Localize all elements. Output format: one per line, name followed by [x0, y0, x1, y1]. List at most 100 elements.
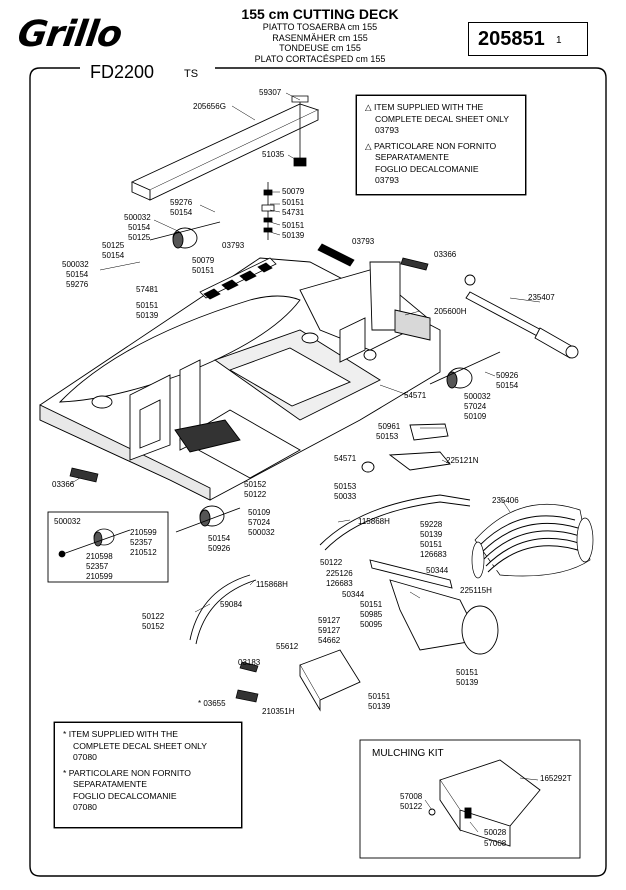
hardware-stack: [261, 95, 309, 240]
part-label: 126683: [420, 550, 447, 559]
part-label: 50153: [334, 482, 357, 491]
flex-hose-235406: [471, 504, 594, 579]
part-label: 57024: [464, 402, 487, 411]
part-label: 50139: [136, 311, 159, 320]
part-label: 165292T: [540, 774, 572, 783]
deck-cover-205656g: [130, 103, 320, 201]
part-label: 50151: [192, 266, 215, 275]
part-label: 50926: [208, 544, 231, 553]
part-label: 52357: [86, 562, 109, 571]
mulching-kit-title: MULCHING KIT: [372, 748, 444, 759]
note-bottom-it-line3: FOGLIO DECALCOMANIE: [73, 790, 177, 801]
note-top-en-line1: ITEM SUPPLIED WITH THE: [374, 102, 484, 112]
part-label: 59276: [66, 280, 89, 289]
part-label: 54662: [318, 636, 341, 645]
note-bottom-en-code: 07080: [73, 752, 97, 762]
part-label: 50344: [342, 590, 365, 599]
part-label: 03366: [434, 250, 457, 259]
part-label: 235407: [528, 293, 555, 302]
part-label: 51035: [262, 150, 285, 159]
part-label: 50151: [368, 692, 391, 701]
part-label: 205656G: [193, 102, 226, 111]
part-label: 210599: [130, 528, 157, 537]
note-top-it-line2: SEPARATAMENTE: [375, 152, 450, 162]
drawing-code: 205851: [478, 28, 545, 50]
part-label: * 03655: [198, 699, 226, 708]
part-label: 50152: [142, 622, 165, 631]
note-top-it-line1: PARTICOLARE NON FORNITO: [374, 140, 497, 151]
part-label: 126683: [326, 579, 353, 588]
asterisk-icon: *: [63, 729, 67, 739]
part-label: 57024: [248, 518, 271, 527]
part-label: 50122: [142, 612, 165, 621]
part-label: 50122: [320, 558, 343, 567]
part-label: 50095: [360, 620, 383, 629]
note-bottom-it-line2: SEPARATAMENTE: [73, 779, 148, 789]
page-number: 1: [556, 35, 562, 46]
part-label: 55612: [276, 642, 299, 651]
part-label: 59228: [420, 520, 443, 529]
part-label: 59127: [318, 626, 341, 635]
part-label: 500032: [124, 213, 151, 222]
part-label: 50151: [282, 221, 305, 230]
part-label: 50033: [334, 492, 357, 501]
part-label: 210512: [130, 548, 157, 557]
note-top-it-1: △ PARTICOLARE NON FORNITO: [365, 141, 517, 153]
page-title: 155 cm CUTTING DECK: [241, 6, 399, 22]
title-block: 155 cm CUTTING DECK PIATTO TOSAERBA cm 1…: [200, 6, 440, 64]
part-label: 50109: [464, 412, 487, 421]
part-label: 50151: [456, 668, 479, 677]
note-bottom-en-1: * ITEM SUPPLIED WITH THE: [63, 729, 233, 741]
title-translation-fr: TONDEUSE cm 155: [279, 43, 361, 53]
asterisk-icon: *: [63, 767, 67, 778]
part-label: 59276: [170, 198, 193, 207]
part-label: 03183: [238, 658, 261, 667]
note-top-it-code: 03793: [375, 175, 399, 185]
part-label: 50109: [248, 508, 271, 517]
frame-border: [29, 67, 607, 877]
model-name: FD2200: [90, 62, 155, 82]
part-label: 50151: [360, 600, 383, 609]
bushing-kit-parts: [58, 528, 131, 558]
part-label: 210351H: [262, 707, 295, 716]
discharge-frame-225115h: [369, 559, 499, 655]
part-label: 225115H: [460, 586, 492, 595]
part-label: 50153: [376, 432, 399, 441]
part-label: 210598: [86, 552, 113, 561]
part-label: 50122: [400, 802, 423, 811]
pto-shaft-235407: [464, 274, 579, 359]
mulching-plug-165292t: [428, 759, 541, 847]
part-label: 59084: [220, 600, 243, 609]
model-suffix: TS: [184, 68, 199, 80]
part-label: 50154: [208, 534, 231, 543]
part-label: 50154: [66, 270, 89, 279]
warning-triangle-icon: △: [365, 140, 372, 151]
part-label: 500032: [248, 528, 275, 537]
title-translation-it: PIATTO TOSAERBA cm 155: [262, 22, 378, 32]
part-label: 115868H: [256, 580, 288, 589]
part-label: 50152: [244, 480, 267, 489]
part-label: 50154: [170, 208, 193, 217]
note-bottom: * ITEM SUPPLIED WITH THE COMPLETE DECAL …: [54, 722, 242, 828]
part-label: 50139: [282, 231, 305, 240]
part-label: 500032: [464, 392, 491, 401]
title-translation-es: PLATO CORTACÉSPED cm 155: [254, 53, 386, 64]
note-bottom-en-line2: COMPLETE DECAL SHEET ONLY: [73, 740, 208, 751]
part-label: 03793: [352, 237, 375, 246]
part-label: 50139: [368, 702, 391, 711]
note-bottom-it-1: * PARTICOLARE NON FORNITO: [63, 768, 233, 780]
part-label: 210599: [86, 572, 113, 581]
part-label: 115868H: [358, 517, 390, 526]
part-label: 50139: [420, 530, 443, 539]
part-label: 50154: [102, 251, 125, 260]
part-label: 57008: [400, 792, 423, 801]
part-label: 50122: [244, 490, 267, 499]
note-bottom-en-line1: ITEM SUPPLIED WITH THE: [68, 729, 178, 739]
title-translation-de: RASENMÄHER cm 155: [272, 32, 368, 43]
part-label: 50125: [128, 233, 151, 242]
belt-guards-115868h: [189, 494, 471, 645]
part-label: 225121N: [446, 456, 479, 465]
part-label: 50961: [378, 422, 401, 431]
part-label: 225126: [326, 569, 353, 578]
part-label: 50154: [496, 381, 519, 390]
